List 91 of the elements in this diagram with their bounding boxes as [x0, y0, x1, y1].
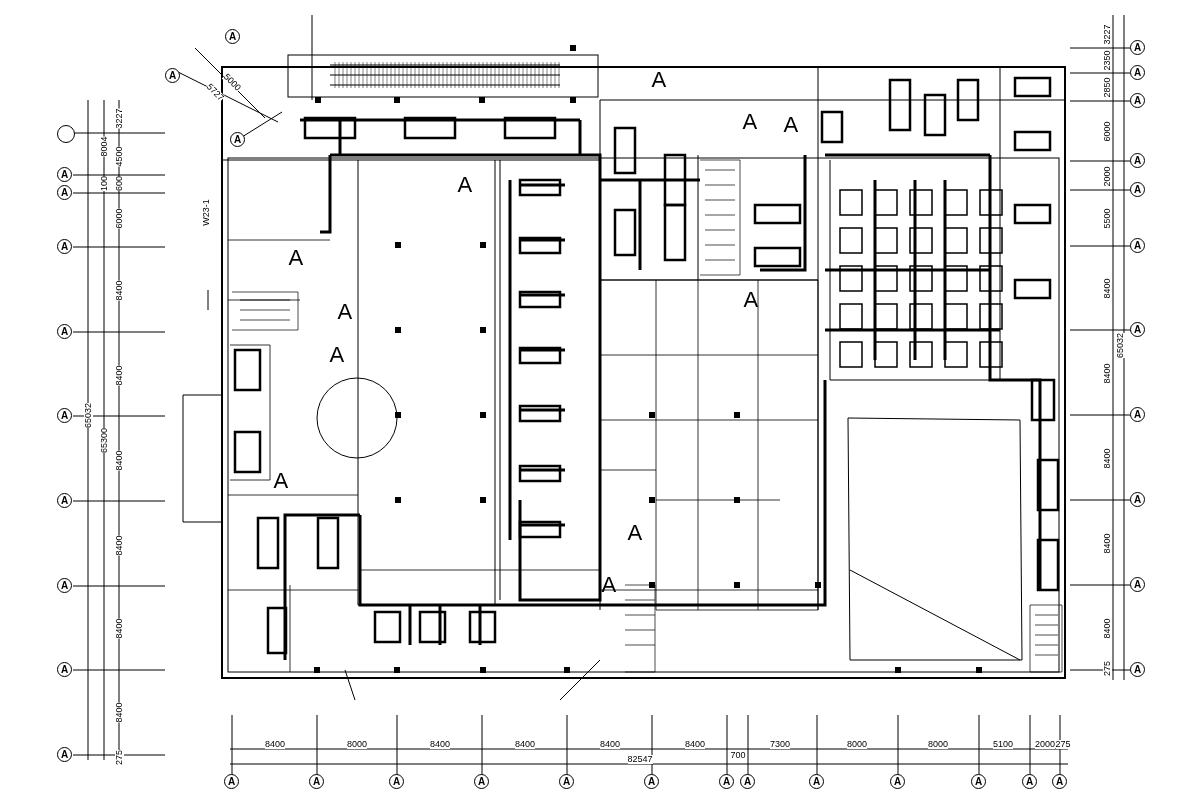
dimension-text: 8400 [114, 618, 124, 638]
dimension-text: 275 [1055, 739, 1071, 749]
grid-axis-bubble: A [1130, 40, 1145, 55]
room-label: A [273, 470, 289, 492]
grid-axis-bubble: A [474, 774, 489, 789]
dimension-text: 8400 [1102, 533, 1112, 553]
grid-axis-bubble: A [1130, 492, 1145, 507]
grid-axis-bubble: A [57, 747, 72, 762]
grid-axis-bubble: A [230, 132, 245, 147]
grid-axis-bubble: A [224, 774, 239, 789]
grid-axis-bubble: A [225, 29, 240, 44]
grid-axis-bubble: A [57, 662, 72, 677]
grid-axis-bubble: A [1130, 407, 1145, 422]
dimension-text: 8000 [347, 739, 368, 749]
grid-axis-bubble: A [644, 774, 659, 789]
dimension-text: 6000 [1102, 121, 1112, 141]
grid-axis-bubble: A [1022, 774, 1037, 789]
room-label: A [627, 522, 643, 544]
dimension-text: 8400 [430, 739, 451, 749]
grid-axis-bubble: A [309, 774, 324, 789]
grid-axis-bubble: A [57, 408, 72, 423]
room-label: A [337, 301, 353, 323]
grid-axis-bubble: A [809, 774, 824, 789]
grid-axis-bubble: A [389, 774, 404, 789]
grid-axis-bubble: A [890, 774, 905, 789]
dimension-text: 600 [114, 175, 124, 191]
dimension-text: 65300 [99, 427, 109, 453]
dimension-text: 4500 [114, 146, 124, 166]
dimension-text: 8400 [1102, 618, 1112, 638]
grid-axis-bubble: A [1130, 153, 1145, 168]
room-label: A [742, 111, 758, 133]
room-label: A [783, 114, 799, 136]
dimension-text: 8400 [114, 450, 124, 470]
grid-axis-bubble: A [971, 774, 986, 789]
grid-axis-bubble: A [1130, 182, 1145, 197]
dimension-text: 7300 [770, 739, 791, 749]
grid-axis-bubble: A [57, 239, 72, 254]
grid-axis-bubble: A [1130, 238, 1145, 253]
dimension-text: 8400 [515, 739, 536, 749]
room-label: A [651, 69, 667, 91]
dimension-text: 3227 [1102, 24, 1112, 44]
dimension-text: 2000 [1102, 166, 1112, 186]
dimension-text: 5100 [993, 739, 1014, 749]
dimension-text: 2000 [1035, 739, 1056, 749]
dimension-text: 275 [114, 749, 124, 765]
grid-axis-bubble: A [1130, 93, 1145, 108]
dimension-text: 8000 [928, 739, 949, 749]
dimension-text: 8400 [114, 365, 124, 385]
grid-axis-bubble: A [57, 493, 72, 508]
room-label: A [601, 574, 617, 596]
dimension-text: 6000 [114, 208, 124, 228]
dimension-text: 3227 [114, 108, 124, 128]
dimension-text: 8400 [600, 739, 621, 749]
drawing-reference-label: W23-1 [201, 198, 211, 226]
room-label: A [288, 247, 304, 269]
dimension-text: 2350 [1102, 50, 1112, 70]
dimension-text: 8000 [847, 739, 868, 749]
dimension-text: 82547 [627, 754, 653, 764]
grid-axis-bubble: A [740, 774, 755, 789]
room-label: A [457, 174, 473, 196]
dimension-text: 8400 [265, 739, 286, 749]
grid-axis-bubble: A [1130, 322, 1145, 337]
dimension-text: 100 [99, 175, 109, 191]
grid-axis-bubble: A [57, 185, 72, 200]
grid-axis-bubble: A [1130, 65, 1145, 80]
grid-axis-bubble: A [719, 774, 734, 789]
dimension-text: 5500 [1102, 208, 1112, 228]
dimension-text: 65032 [83, 402, 93, 428]
dimension-text: 8400 [1102, 363, 1112, 383]
grid-axis-bubble: A [559, 774, 574, 789]
grid-axis-bubble: A [57, 167, 72, 182]
grid-axis-bubble: A [165, 68, 180, 83]
dimension-text: 8400 [114, 280, 124, 300]
grid-axis-bubble: A [57, 578, 72, 593]
grid-axis-bubble [57, 125, 75, 143]
grid-axis-bubble: A [1052, 774, 1067, 789]
grid-axis-bubble: A [57, 324, 72, 339]
dimension-text: 65032 [1115, 332, 1125, 358]
dimension-text: 8400 [1102, 278, 1112, 298]
dimension-text: 8004 [99, 136, 109, 156]
dimension-text: 8400 [1102, 448, 1112, 468]
dimension-text: 275 [1102, 660, 1112, 676]
dimension-text: 2850 [1102, 77, 1112, 97]
dimension-text: 8400 [114, 535, 124, 555]
room-label: A [743, 289, 759, 311]
grid-axis-bubble: A [1130, 662, 1145, 677]
dimension-text: 8400 [114, 702, 124, 722]
dimension-text: 8400 [685, 739, 706, 749]
room-label: A [329, 344, 345, 366]
grid-axis-bubble: A [1130, 577, 1145, 592]
dimension-text: 700 [730, 750, 746, 760]
